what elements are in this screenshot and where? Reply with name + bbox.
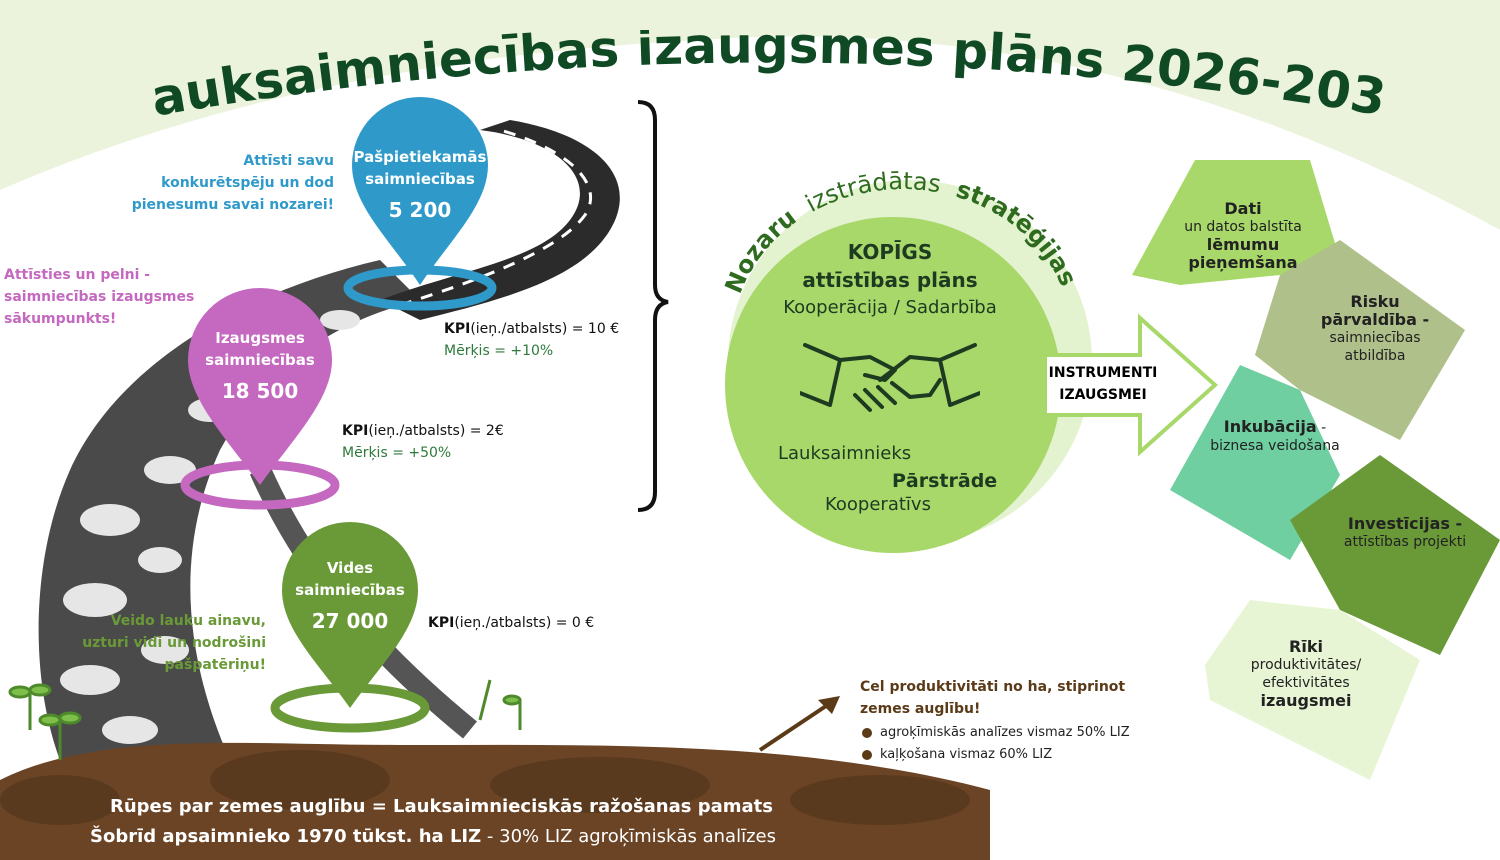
party-farmer: Lauksaimnieks <box>778 443 912 464</box>
list-item: agroķīmiskās analīzes vismaz 50% LIZ <box>862 722 1180 744</box>
puzzle-piece-risku <box>1255 240 1465 440</box>
puzzle-dati-text: Dati un datos balstīta lēmumu pieņemšana <box>1158 200 1328 272</box>
puzzle-dati-title: Dati <box>1224 199 1262 218</box>
handshake-icon <box>800 343 980 412</box>
note-green-line: Veido lauku ainavu, <box>110 613 266 629</box>
note-blue-line: Attīsti savu <box>243 153 334 169</box>
note-blue-line: konkurētspēju un dod <box>161 175 334 191</box>
puzzle-dati-bold: lēmumu pieņemšana <box>1188 235 1298 272</box>
party-cooperative: Kooperatīvs <box>825 494 931 515</box>
puzzle-investicijas-title: Investīcijas - <box>1347 514 1463 533</box>
puzzle-investicijas-desc: attīstības projekti <box>1343 534 1467 550</box>
puzzle-riki-text: Rīki produktivitātes/ efektivitātes izau… <box>1236 638 1376 710</box>
pin-label-purple: Izaugsmes saimniecības 18 500 <box>182 327 338 403</box>
kpi-goal: Mērķis = +10% <box>444 343 554 359</box>
note-purple-line: Attīsties un pelni - <box>4 267 151 283</box>
puzzle-dati-desc: un datos balstīta <box>1184 219 1302 235</box>
plan-heading: KOPĪGS attīstības plāns Kooperācija / Sa… <box>740 238 1040 322</box>
asphalt-road <box>380 120 620 320</box>
soil-clods <box>0 750 970 825</box>
productivity-arrow-line <box>758 698 837 752</box>
soil-line-2: Šobrīd apsaimnieko 1970 tūkst. ha LIZ - … <box>90 822 776 852</box>
map-pin-purple <box>188 288 332 485</box>
puzzle-inkubacija-desc: biznesa veidošana <box>1210 438 1340 454</box>
kpi-purple: KPI(ieņ./atbalsts) = 2€ Mērķis = +50% <box>342 420 504 464</box>
map-pin-blue <box>352 97 488 285</box>
instruments-label: INSTRUMENTI IZAUGSMEI <box>1046 362 1160 406</box>
arc-middle: izstrādātas <box>801 167 943 218</box>
soil-line-2-bold: Šobrīd apsaimnieko 1970 tūkst. ha LIZ <box>90 826 482 847</box>
puzzle-piece-investicijas <box>1290 455 1500 655</box>
puzzle-riki-title: Rīki <box>1289 637 1323 656</box>
note-purple-line: sākumpunkts! <box>4 311 117 327</box>
instruments-arrow <box>1043 313 1219 457</box>
pin-purple-line2: saimniecības <box>205 351 315 369</box>
puzzle-piece-riki <box>1205 600 1420 780</box>
kpi-label: KPI <box>428 615 455 631</box>
curly-brace <box>637 100 669 512</box>
puzzle-inkubacija-title: Inkubācija <box>1223 417 1317 436</box>
page-title-container: Lauksaimniecības izaugsmes plāns 2026-20… <box>150 30 1390 120</box>
pin-label-green: Vides saimniecības 27 000 <box>272 557 428 633</box>
soil-line-2-rest: - 30% LIZ agroķīmiskās analīzes <box>481 826 776 847</box>
kpi-blue: KPI(ieņ./atbalsts) = 10 € Mērķis = +10% <box>444 318 619 362</box>
kpi-label: KPI <box>444 321 471 337</box>
pin-purple-line1: Izaugsmes <box>215 329 305 347</box>
page-title: Lauksaimniecības izaugsmes plāns 2026-20… <box>150 30 1390 120</box>
pin-purple-count: 18 500 <box>221 379 299 403</box>
note-purple: Attīsties un pelni - saimniecības izaugs… <box>4 264 244 330</box>
instruments-line2: IZAUGSMEI <box>1059 387 1147 403</box>
kpi-value: (ieņ./atbalsts) = 10 € <box>470 321 620 337</box>
note-purple-line: saimniecības izaugsmes <box>4 289 195 305</box>
puzzle-investicijas-text: Investīcijas - attīstības projekti <box>1330 515 1480 551</box>
puzzle-riki-desc: produktivitātes/ efektivitātes <box>1250 657 1362 691</box>
pin-blue-line1: Pašpietiekamās <box>353 148 487 166</box>
note-green-line: pašpatēriņu! <box>164 657 266 673</box>
stone-path <box>38 260 421 760</box>
puzzle-inkubacija-text: Inkubācija - biznesa veidošana <box>1200 418 1350 455</box>
kpi-label: KPI <box>342 423 369 439</box>
kpi-green: KPI(ieņ./atbalsts) = 0 € <box>428 612 594 634</box>
map-pin-green <box>282 522 418 708</box>
instruments-line1: INSTRUMENTI <box>1048 365 1158 381</box>
kpi-value: (ieņ./atbalsts) = 0 € <box>454 615 595 631</box>
pin-blue-line2: saimniecības <box>365 170 475 188</box>
note-green-line: uzturi vidi un nodrošini <box>82 635 266 651</box>
plan-heading-line1: KOPĪGS <box>847 240 933 264</box>
puzzle-risku-title: Risku pārvaldība - <box>1320 292 1430 329</box>
productivity-heading: Cel produktivitāti no ha, stiprinot zeme… <box>860 679 1126 717</box>
kpi-value: (ieņ./atbalsts) = 2€ <box>368 423 504 439</box>
puzzle-piece-dati <box>1132 160 1340 285</box>
puzzle-inkubacija-dash: - <box>1321 420 1327 436</box>
productivity-list: agroķīmiskās analīzes vismaz 50% LIZ kaļ… <box>860 722 1180 766</box>
puzzle-risku-desc: saimniecības atbildība <box>1329 330 1421 364</box>
sprouts <box>8 679 522 760</box>
pin-label-blue: Pašpietiekamās saimniecības 5 200 <box>342 146 498 222</box>
productivity-block: Cel produktivitāti no ha, stiprinot zeme… <box>860 676 1180 766</box>
pin-green-line1: Vides <box>326 559 374 577</box>
soil-line-1: Rūpes par zemes auglību = Lauksaimniecis… <box>110 796 774 817</box>
list-item: kaļķošana vismaz 60% LIZ <box>862 744 1180 766</box>
puzzle-risku-text: Risku pārvaldība - saimniecības atbildīb… <box>1300 293 1450 365</box>
party-processing: Pārstrāde <box>892 470 998 492</box>
kpi-goal: Mērķis = +50% <box>342 445 452 461</box>
road-marking <box>399 128 592 307</box>
background-hill <box>0 0 1500 230</box>
plan-heading-line2: attīstības plāns <box>802 268 978 292</box>
note-green: Veido lauku ainavu, uzturi vidi un nodro… <box>40 610 266 676</box>
note-blue-line: pienesumu savai nozarei! <box>131 197 334 213</box>
productivity-arrow-head <box>818 696 840 714</box>
pin-green-count: 27 000 <box>311 609 389 633</box>
plan-subtitle: Kooperācija / Sadarbība <box>783 297 997 318</box>
pin-blue-count: 5 200 <box>388 198 452 222</box>
strategy-arc-text: Nozaru izstrādātas stratēģijas <box>720 167 1080 297</box>
puzzle-riki-bold: izaugsmei <box>1260 691 1352 710</box>
puzzle-piece-inkubacija <box>1170 365 1340 560</box>
pin-green-line2: saimniecības <box>295 581 405 599</box>
note-blue: Attīsti savu konkurētspēju un dod pienes… <box>80 150 334 216</box>
